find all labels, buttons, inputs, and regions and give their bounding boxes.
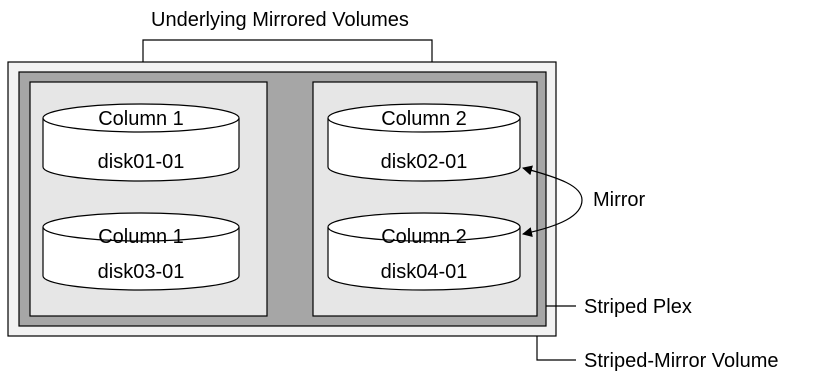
diagram-title: Underlying Mirrored Volumes	[151, 9, 409, 31]
mirror-arrow-bottom	[522, 199, 583, 237]
disk-cylinder: Column 1 disk01-01	[42, 103, 240, 182]
mirror-arrow-top	[522, 165, 583, 201]
disk-column-label: Column 2	[381, 108, 467, 130]
disk-cylinder: Column 1 disk03-01	[42, 212, 240, 291]
title-bracket	[142, 39, 433, 82]
disk-name-label: disk03-01	[98, 261, 185, 283]
disk-column-label: Column 2	[381, 226, 467, 248]
disk-cylinder: Column 2 disk02-01	[327, 103, 521, 182]
disk-column-label: Column 1	[98, 108, 184, 130]
striped-plex-label: Striped Plex	[584, 296, 692, 318]
striped-mirror-volume-callout-line	[536, 336, 576, 361]
disk-name-label: disk04-01	[381, 261, 468, 283]
striped-mirror-volume-label: Striped-Mirror Volume	[584, 350, 779, 372]
mirror-label: Mirror	[593, 189, 646, 211]
disk-cylinder: Column 2 disk04-01	[327, 212, 521, 291]
disk-name-label: disk01-01	[98, 151, 185, 173]
disk-column-label: Column 1	[98, 226, 184, 248]
disk-name-label: disk02-01	[381, 151, 468, 173]
